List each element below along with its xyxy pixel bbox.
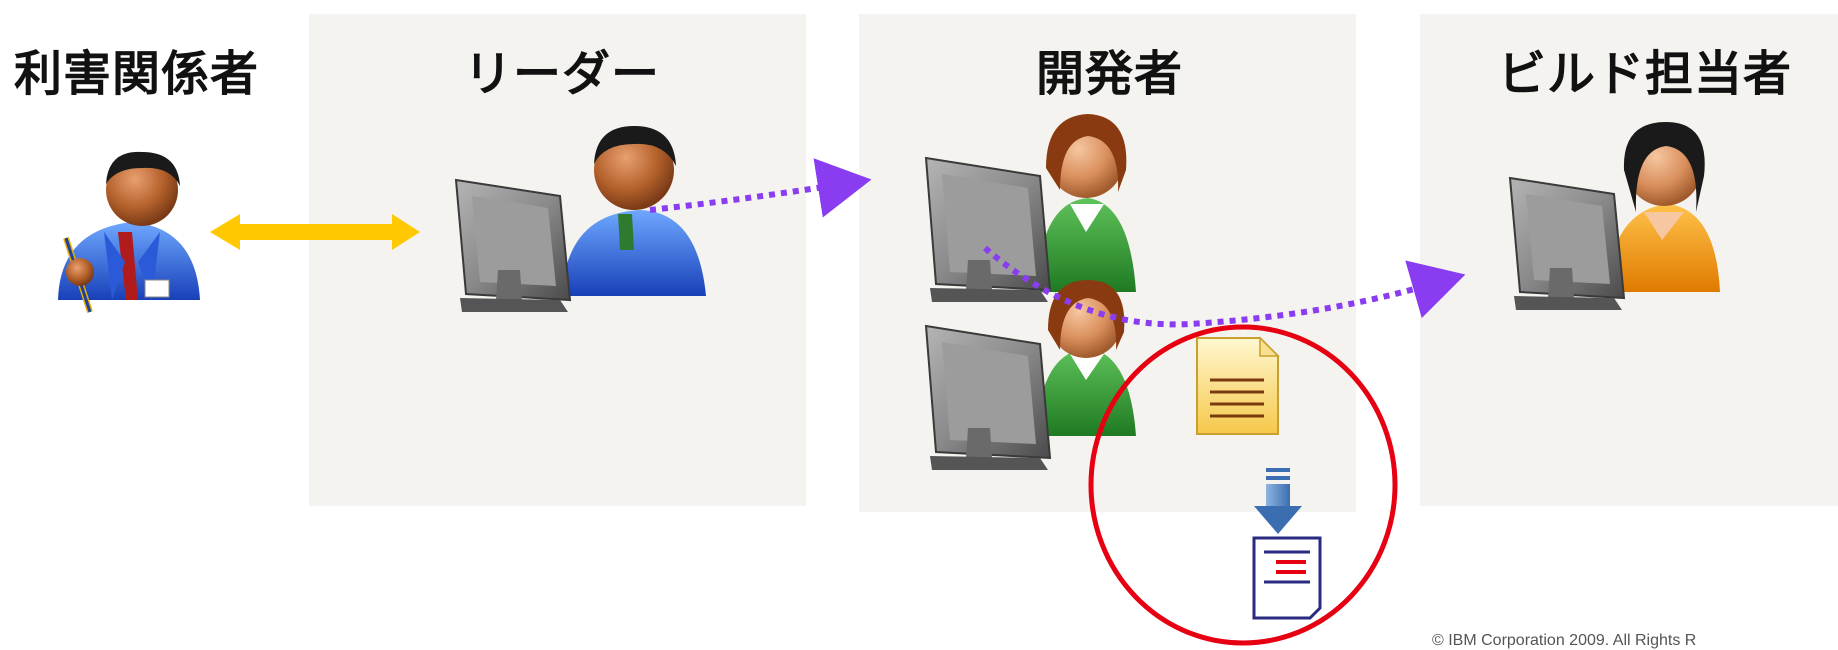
builder-person-icon <box>1606 122 1720 292</box>
leader-person-icon <box>562 126 706 296</box>
leader-to-developer-arrow <box>649 158 872 218</box>
developer-title: 開発者 <box>1036 46 1184 102</box>
highlight-circle <box>1088 324 1398 646</box>
developer-to-builder-arrow <box>983 245 1466 328</box>
source-document-icon <box>1196 336 1280 435</box>
collaboration-double-arrow <box>210 214 420 250</box>
build-output-icon <box>1252 468 1322 620</box>
developer-1-monitor-icon <box>924 156 1052 302</box>
developer-1-person-icon <box>1036 114 1136 292</box>
builder-monitor-icon <box>1508 176 1626 310</box>
leader-monitor-icon <box>454 178 572 312</box>
stakeholder-title: 利害関係者 <box>14 46 260 102</box>
copyright-text: © IBM Corporation 2009. All Rights R <box>1432 632 1697 649</box>
builder-title: ビルド担当者 <box>1498 46 1793 102</box>
stakeholder-person-icon <box>58 151 200 313</box>
developer-2-person-icon <box>1036 280 1136 436</box>
developer-2-monitor-icon <box>924 324 1052 470</box>
leader-title: リーダー <box>464 46 661 102</box>
